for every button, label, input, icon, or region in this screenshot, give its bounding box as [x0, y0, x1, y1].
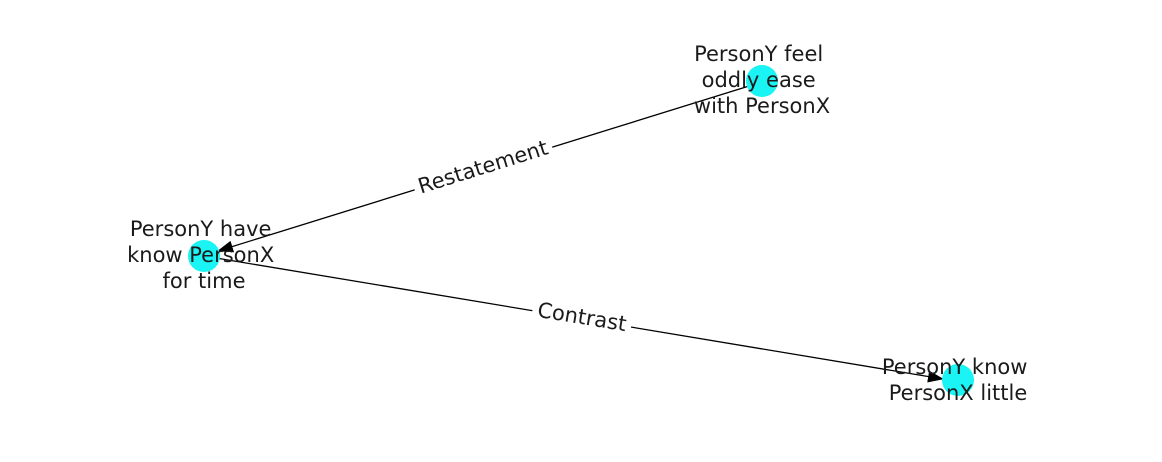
node-circle-know-little[interactable] [942, 364, 974, 396]
node-label-feel-ease: PersonY feel oddly ease with PersonX [694, 42, 830, 118]
node-labels-layer: PersonY feel oddly ease with PersonX Per… [127, 42, 1034, 405]
node-circle-have-know[interactable] [188, 240, 220, 272]
node-label-know-little: PersonY know PersonX little [882, 355, 1034, 405]
node-label-have-know: PersonY have know PersonX for time [127, 217, 281, 293]
edge-label-restatement: Restatement [415, 136, 551, 199]
nodes-layer [188, 65, 974, 396]
node-circle-feel-ease[interactable] [746, 65, 778, 97]
edge-label-contrast-group: Contrast [530, 295, 634, 339]
edge-label-restatement-group: Restatement [410, 132, 556, 202]
edge-labels-layer: Restatement Contrast [410, 132, 634, 339]
edges-layer [203, 81, 944, 383]
